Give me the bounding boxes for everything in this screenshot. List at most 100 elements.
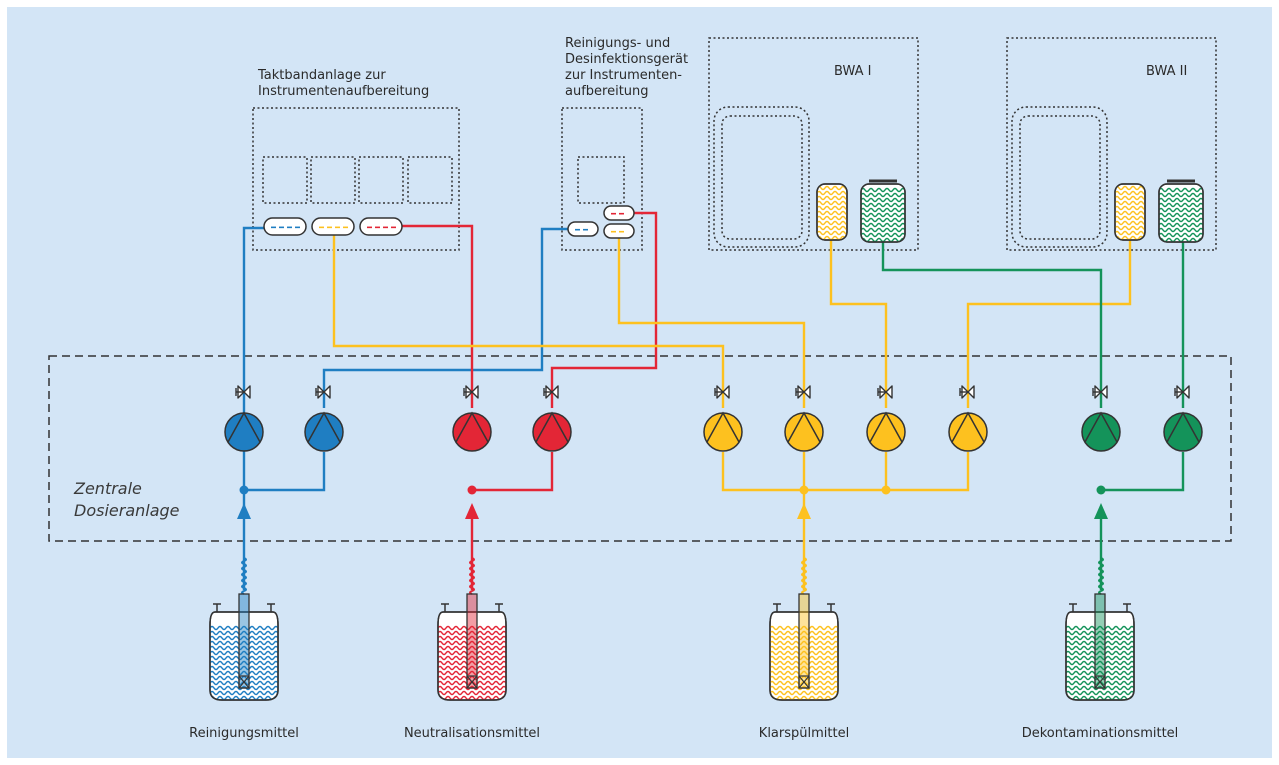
wave-line — [861, 212, 905, 218]
wave-line — [438, 695, 506, 700]
wave-line — [770, 665, 838, 671]
pump-body — [703, 412, 743, 452]
wave-line — [861, 202, 905, 208]
pumps — [224, 385, 1203, 452]
liquid-waves — [861, 187, 905, 242]
wave-line — [861, 187, 905, 193]
wave-line — [1115, 205, 1145, 211]
pipe-green-to-bwa1 — [881, 242, 1103, 408]
wave-line — [1066, 635, 1134, 641]
wave-line — [210, 690, 278, 696]
pump-icon — [224, 411, 264, 452]
liquid-waves — [1159, 187, 1203, 242]
suction-lance — [1094, 593, 1106, 689]
liquid-waves — [1066, 625, 1134, 700]
container-body — [263, 217, 307, 236]
valve-icon — [795, 385, 811, 399]
wave-line — [438, 675, 506, 681]
wave-line — [770, 635, 838, 641]
tank-body — [1158, 183, 1204, 243]
valve-icon — [959, 385, 975, 399]
wave-line — [770, 695, 838, 700]
rinse-aid-tank — [816, 183, 848, 241]
pump-triangle — [307, 411, 341, 443]
wave-line — [770, 650, 838, 656]
wave-line — [861, 217, 905, 223]
wave-line — [438, 625, 506, 631]
wave-line — [1159, 217, 1203, 223]
conveyor-washer-label-line1: Taktbandanlage zur — [258, 68, 386, 83]
pipe-yellow-to-disinfector — [617, 234, 806, 408]
lance-foot — [238, 675, 250, 689]
wave-line — [1066, 645, 1134, 651]
wave-line — [210, 655, 278, 661]
tank-outline — [1158, 183, 1204, 243]
tank-outline — [816, 183, 848, 241]
wave-line — [1159, 187, 1203, 193]
wave-line — [1066, 630, 1134, 636]
wave-line — [1159, 222, 1203, 228]
dosing-container — [359, 217, 403, 236]
wave-line — [770, 670, 838, 676]
flow-arrow — [237, 503, 251, 519]
wave-line — [438, 650, 506, 656]
pump-body — [304, 412, 344, 452]
wave-line — [210, 645, 278, 651]
wave-line — [438, 635, 506, 641]
wave-line — [438, 630, 506, 636]
wave-line — [861, 197, 905, 203]
pump-icon — [866, 411, 906, 452]
wave-line — [1159, 197, 1203, 203]
central-dosing-unit-label: Zentrale Dosieranlage — [74, 479, 180, 520]
wave-line — [1066, 680, 1134, 686]
chemical-label-cleaning: Reinigungsmittel — [189, 726, 299, 741]
valve-icon — [235, 385, 251, 399]
valve-icon — [463, 385, 479, 399]
dosing-container — [603, 205, 635, 221]
liquid-waves — [210, 625, 278, 700]
pipe-red-to-disinfector — [550, 211, 658, 408]
wave-line — [817, 230, 847, 236]
container-body — [359, 217, 403, 236]
pump-triangle — [455, 411, 489, 443]
pump-triangle — [787, 411, 821, 443]
wave-line — [861, 227, 905, 233]
pipe-yellow-manifold — [721, 452, 970, 492]
wave-line — [1115, 185, 1145, 191]
wave-line — [438, 645, 506, 651]
flow-arrow — [1094, 503, 1108, 519]
washer-disinfector-label-line1: Reinigungs- und — [565, 36, 671, 51]
pipelines — [237, 211, 1185, 595]
dosing-container — [263, 217, 307, 236]
lance-filter — [466, 675, 478, 689]
pipe-red-manifold — [472, 452, 554, 492]
liquid-waves — [438, 625, 506, 700]
washer-disinfector-label-line2: Desinfektionsgerät — [565, 52, 689, 67]
wave-line — [1066, 660, 1134, 666]
wave-line — [438, 660, 506, 666]
lance-filter — [798, 675, 810, 689]
lance-foot — [1094, 675, 1106, 689]
junction-dot — [1096, 485, 1106, 495]
wave-line — [1066, 665, 1134, 671]
wave-line — [1115, 220, 1145, 226]
wave-line — [438, 670, 506, 676]
wave-line — [438, 680, 506, 686]
wave-line — [438, 665, 506, 671]
wave-line — [210, 660, 278, 666]
tank-body — [860, 183, 906, 243]
wave-line — [1115, 195, 1145, 201]
canister-outline — [1065, 611, 1135, 701]
chemical-label-neutralizer: Neutralisationsmittel — [403, 726, 541, 741]
lance-foot — [466, 675, 478, 689]
wave-line — [438, 655, 506, 661]
canister — [1065, 593, 1135, 701]
pump-body — [452, 412, 492, 452]
canister — [209, 593, 279, 701]
pump-icon — [1163, 411, 1203, 452]
valve-icon — [543, 385, 559, 399]
pump-body — [1163, 412, 1203, 452]
suction-lance — [466, 593, 478, 689]
pump-triangle — [706, 411, 740, 443]
pump-body — [784, 412, 824, 452]
